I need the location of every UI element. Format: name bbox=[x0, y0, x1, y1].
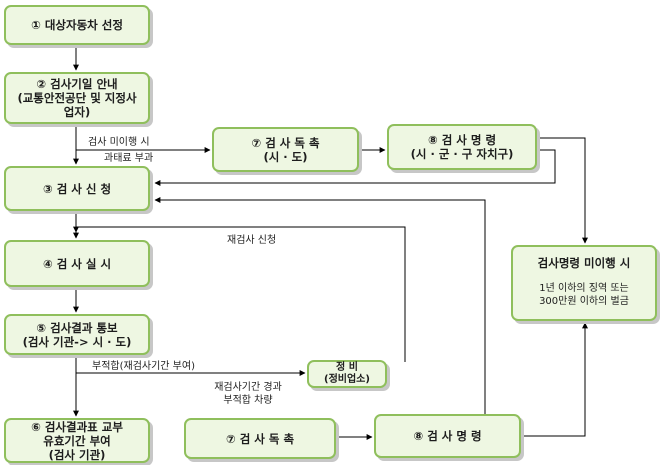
step-4-perform-inspection: ④ 검 사 실 시 bbox=[4, 240, 150, 287]
arrow-8b-to-3 bbox=[154, 197, 486, 414]
step-8a-line2: (시 · 군 · 구 자치구) bbox=[410, 147, 514, 161]
step-7a-line1: ⑦ 검 사 독 촉 bbox=[251, 135, 320, 150]
label-unperformed-line2: 과태료 부과 bbox=[104, 153, 154, 164]
step-1-select-vehicle: ① 대상자동차 선정 bbox=[4, 5, 150, 45]
step-8-order-bottom: ⑧ 검 사 명 령 bbox=[374, 414, 521, 458]
label-period-passed: 재검사기간 경과 부적합 차량 bbox=[200, 381, 296, 407]
label-unperformed: 검사 미이행 시 bbox=[88, 136, 150, 149]
label-reinspect: 재검사 신청 bbox=[227, 234, 276, 247]
step-7-reminder-bottom: ⑦ 검 사 독 촉 bbox=[184, 418, 336, 459]
step-2-line1: ② 검사기일 안내 bbox=[36, 77, 118, 91]
step-7-reminder-top: ⑦ 검 사 독 촉 (시 · 도) bbox=[212, 127, 359, 172]
step-6-line1: ⑥ 검사결과표 교부 bbox=[31, 419, 123, 434]
step-6-line3: (검사 기관) bbox=[48, 447, 106, 462]
step-7b-label: ⑦ 검 사 독 촉 bbox=[225, 431, 295, 446]
step-4-label: ④ 검 사 실 시 bbox=[42, 256, 112, 271]
step-8b-label: ⑧ 검 사 명 령 bbox=[413, 429, 482, 443]
label-after-line2: 부적합 차량 bbox=[223, 395, 273, 406]
arrow-8b-to-penalty bbox=[521, 322, 588, 437]
step-7a-line2: (시 · 도) bbox=[263, 149, 308, 164]
arrow-8a-to-3 bbox=[154, 149, 556, 186]
arrow-repair-to-4 bbox=[73, 226, 406, 362]
step-8a-line1: ⑧ 검 사 명 령 bbox=[427, 133, 497, 147]
repair-line2: (정비업소) bbox=[324, 374, 370, 385]
step-2-line3: 업자) bbox=[63, 105, 91, 119]
step-5-line1: ⑤ 검사결과 통보 bbox=[36, 320, 118, 335]
label-unperformed-line1: 검사 미이행 시 bbox=[88, 137, 150, 148]
label-fail-text: 부적합(재검사기간 부여) bbox=[92, 361, 195, 372]
penalty-box: 검사명령 미이행 시 1년 이하의 징역 또는 300만원 이하의 벌금 bbox=[511, 245, 657, 321]
step-5-result-notice: ⑤ 검사결과 통보 (검사 기관-> 시 · 도) bbox=[4, 314, 150, 355]
label-reinspect-text: 재검사 신청 bbox=[227, 235, 277, 246]
step-3-label: ③ 검 사 신 청 bbox=[42, 181, 112, 196]
label-fine: 과태료 부과 bbox=[104, 152, 153, 165]
penalty-line1: 1년 이하의 징역 또는 bbox=[539, 283, 629, 294]
label-fail: 부적합(재검사기간 부여) bbox=[92, 360, 195, 373]
step-2-line2: (교통안전공단 및 지정사 bbox=[17, 91, 137, 105]
penalty-line2: 300만원 이하의 벌금 bbox=[539, 296, 629, 307]
step-6-issue-result: ⑥ 검사결과표 교부 유효기간 부여 (검사 기관) bbox=[4, 418, 150, 463]
repair-line1: 정 비 bbox=[336, 362, 358, 373]
step-3-apply-inspection: ③ 검 사 신 청 bbox=[4, 166, 150, 211]
penalty-title: 검사명령 미이행 시 bbox=[537, 256, 631, 270]
label-after-line1: 재검사기간 경과 bbox=[214, 382, 282, 393]
step-1-label: ① 대상자동차 선정 bbox=[31, 18, 123, 32]
step-2-inspection-notice: ② 검사기일 안내 (교통안전공단 및 지정사 업자) bbox=[4, 72, 150, 124]
step-6-line2: 유효기간 부여 bbox=[43, 433, 111, 448]
arrow-8a-to-penalty bbox=[537, 137, 588, 244]
repair-shop: 정 비 (정비업소) bbox=[307, 360, 387, 388]
step-8-order-top: ⑧ 검 사 명 령 (시 · 군 · 구 자치구) bbox=[387, 124, 537, 170]
step-5-line2: (검사 기관-> 시 · 도) bbox=[22, 334, 132, 349]
